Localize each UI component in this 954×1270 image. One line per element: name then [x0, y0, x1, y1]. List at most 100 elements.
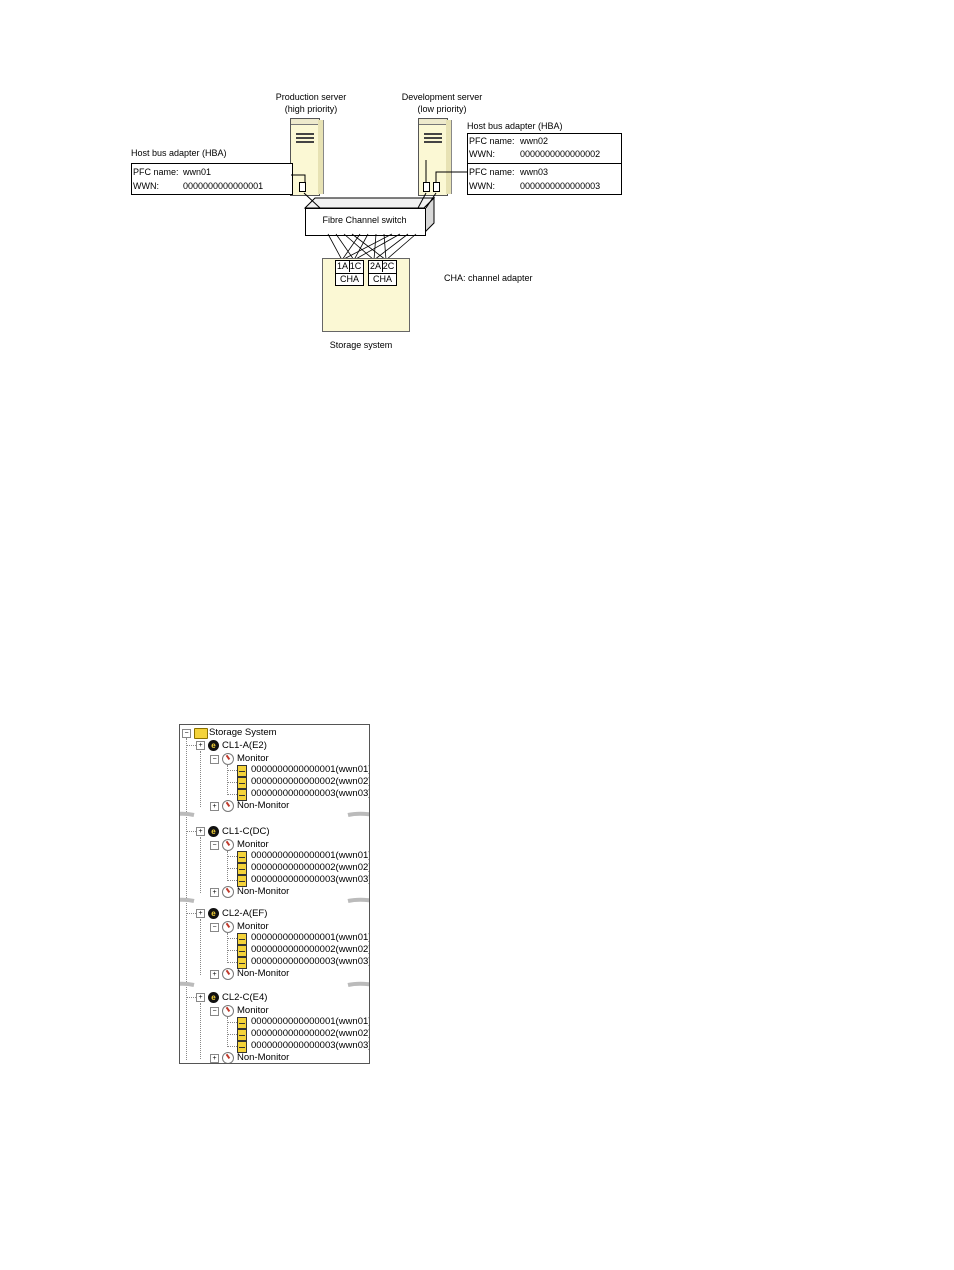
cha-right: 2A 2C CHA [368, 260, 397, 286]
tree-port-cl1-a[interactable]: CL1-A(E2) [222, 740, 267, 751]
expand-icon[interactable]: + [210, 970, 219, 979]
expand-icon[interactable]: + [196, 827, 205, 836]
cha-port-2a: 2A [369, 261, 383, 272]
hba-right-wwn-label-1: WWN: [469, 149, 495, 159]
wwn-icon [237, 945, 247, 957]
wwn-icon [237, 765, 247, 777]
cha-port-1c: 1C [349, 261, 362, 271]
tree-break [180, 897, 369, 903]
tree-monitor-cl2-a[interactable]: Monitor [237, 921, 269, 932]
tree-port-cl1-c[interactable]: CL1-C(DC) [222, 826, 270, 837]
tree-wwn-entry[interactable]: 0000000000000003(wwn03) [251, 1040, 370, 1051]
monitor-gauge-icon [222, 839, 234, 851]
monitor-gauge-icon [222, 753, 234, 765]
tree-break [180, 811, 369, 817]
cha-left: 1A 1C CHA [335, 260, 364, 286]
tree-wwn-entry[interactable]: 0000000000000002(wwn02) [251, 944, 370, 955]
non-monitor-gauge-icon [222, 886, 234, 898]
tree-non-monitor-cl1-c[interactable]: Non-Monitor [237, 886, 290, 897]
tree-wwn-entry[interactable]: 0000000000000001(wwn01) [251, 1016, 370, 1027]
collapse-icon[interactable]: − [210, 1007, 219, 1016]
fibre-channel-switch [305, 208, 426, 236]
hba-left-title: Host bus adapter (HBA) [131, 148, 227, 158]
hba-right-title: Host bus adapter (HBA) [467, 121, 563, 131]
expand-icon[interactable]: + [196, 909, 205, 918]
hba-right-wwn-label-2: WWN: [469, 181, 495, 191]
connection-lines [291, 160, 467, 261]
wwn-icon [237, 851, 247, 863]
hba-right-wwn-value-1: 0000000000000002 [520, 149, 601, 159]
development-server-label: Development server [401, 92, 483, 102]
tree-break [180, 981, 369, 987]
collapse-icon[interactable]: − [210, 923, 219, 932]
storage-system-label: Storage system [329, 340, 393, 350]
tree-wwn-entry[interactable]: 0000000000000003(wwn03) [251, 874, 370, 885]
expand-icon[interactable]: + [210, 888, 219, 897]
port-icon: e [208, 908, 219, 919]
hba-left-wwn-value: 0000000000000001 [183, 181, 264, 191]
wwn-icon [237, 1041, 247, 1053]
non-monitor-gauge-icon [222, 1052, 234, 1063]
tree-wwn-entry[interactable]: 0000000000000003(wwn03) [251, 788, 370, 799]
hba-right-pfc-value-1: wwn02 [520, 136, 549, 146]
expand-icon[interactable]: + [196, 741, 205, 750]
production-server-priority: (high priority) [284, 104, 338, 114]
tree-root-label[interactable]: Storage System [209, 727, 277, 738]
wwn-icon [237, 863, 247, 875]
tree-non-monitor-cl2-c[interactable]: Non-Monitor [237, 1052, 290, 1063]
expand-icon[interactable]: + [210, 802, 219, 811]
port-icon: e [208, 826, 219, 837]
hba-left-pfc-value: wwn01 [183, 167, 212, 177]
tree-wwn-entry[interactable]: 0000000000000003(wwn03) [251, 956, 370, 967]
tree-wwn-entry[interactable]: 0000000000000002(wwn02) [251, 1028, 370, 1039]
production-server-label: Production server [275, 92, 347, 102]
switch-label: Fibre Channel switch [322, 215, 407, 225]
expand-icon[interactable]: + [196, 993, 205, 1002]
tree-non-monitor-cl2-a[interactable]: Non-Monitor [237, 968, 290, 979]
tree-wwn-entry[interactable]: 0000000000000001(wwn01) [251, 850, 370, 861]
collapse-icon[interactable]: − [210, 755, 219, 764]
wwn-icon [237, 933, 247, 945]
tree-port-cl2-a[interactable]: CL2-A(EF) [222, 908, 268, 919]
tree-wwn-entry[interactable]: 0000000000000002(wwn02) [251, 862, 370, 873]
monitor-gauge-icon [222, 921, 234, 933]
hba-left-wwn-label: WWN: [133, 181, 159, 191]
tree-wwn-entry[interactable]: 0000000000000001(wwn01) [251, 932, 370, 943]
hba-right-pfc-label-2: PFC name: [469, 167, 515, 177]
cha-legend: CHA: channel adapter [444, 273, 533, 283]
tree-monitor-cl1-c[interactable]: Monitor [237, 839, 269, 850]
wwn-icon [237, 789, 247, 801]
wwn-icon [237, 1017, 247, 1029]
hba-right-box [467, 133, 622, 195]
hba-left-box [131, 163, 293, 195]
collapse-icon[interactable]: − [210, 841, 219, 850]
tree-port-cl2-c[interactable]: CL2-C(E4) [222, 992, 268, 1003]
hba-port-wwn01 [299, 182, 306, 192]
cha-port-2c: 2C [382, 261, 395, 271]
development-server-priority: (low priority) [417, 104, 467, 114]
non-monitor-gauge-icon [222, 968, 234, 980]
cha-left-label: CHA [336, 273, 363, 285]
tree-non-monitor-cl1-a[interactable]: Non-Monitor [237, 800, 290, 811]
wwn-icon [237, 1029, 247, 1041]
hba-left-pfc-label: PFC name: [133, 167, 179, 177]
hba-right-wwn-value-2: 0000000000000003 [520, 181, 601, 191]
cha-right-label: CHA [369, 273, 396, 285]
storage-tree-panel[interactable]: − Storage System + e CL1-A(E2) − Monitor… [179, 724, 370, 1064]
tree-monitor-cl1-a[interactable]: Monitor [237, 753, 269, 764]
non-monitor-gauge-icon [222, 800, 234, 812]
tree-wwn-entry[interactable]: 0000000000000001(wwn01) [251, 764, 370, 775]
port-icon: e [208, 992, 219, 1003]
storage-system-folder-icon [194, 728, 208, 739]
tree-monitor-cl2-c[interactable]: Monitor [237, 1005, 269, 1016]
collapse-icon[interactable]: − [182, 729, 191, 738]
tree-wwn-entry[interactable]: 0000000000000002(wwn02) [251, 776, 370, 787]
cha-port-1a: 1A [336, 261, 350, 272]
expand-icon[interactable]: + [210, 1054, 219, 1063]
hba-right-pfc-label-1: PFC name: [469, 136, 515, 146]
wwn-icon [237, 957, 247, 969]
monitor-gauge-icon [222, 1005, 234, 1017]
port-icon: e [208, 740, 219, 751]
wwn-icon [237, 777, 247, 789]
hba-right-pfc-value-2: wwn03 [520, 167, 549, 177]
